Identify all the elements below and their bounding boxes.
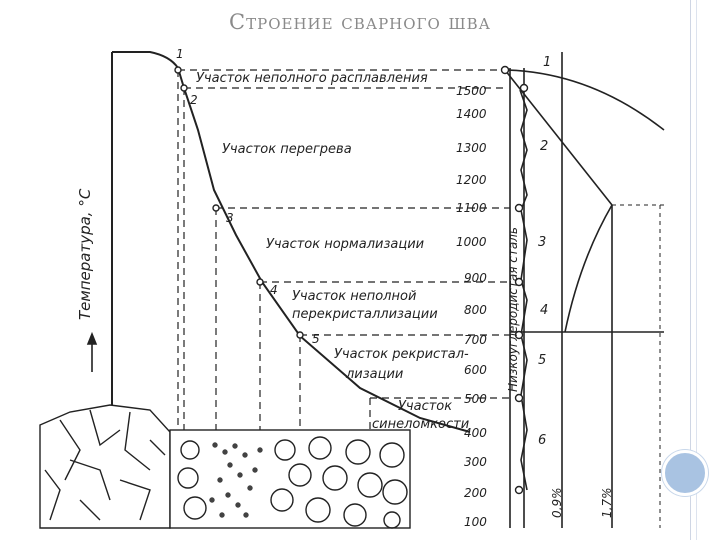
slide-right-border <box>690 0 720 540</box>
zone-3-label: Участок нормализации <box>266 237 424 252</box>
right-zone-6: 6 <box>538 433 546 448</box>
temp-tick-1500: 1500 <box>456 84 487 98</box>
curve-point-markers <box>174 66 304 339</box>
carbon-label-1-7: 1,7% <box>600 488 614 519</box>
carbon-label-0-9: 0,9% <box>550 488 564 519</box>
dashed-guides <box>177 69 510 430</box>
steel-bracket <box>519 89 528 491</box>
temp-tick-100: 100 <box>464 515 487 529</box>
zone-1-label: Участок неполного расплавления <box>196 71 428 86</box>
temp-tick-500: 500 <box>464 392 487 406</box>
zone-6-label-line1: Участок <box>398 399 452 414</box>
temp-tick-1300: 1300 <box>456 141 487 155</box>
curve-point-3: 3 <box>226 211 234 225</box>
right-zone-2: 2 <box>540 139 548 154</box>
zone-4-label-line2: перекристаллизации <box>292 307 438 322</box>
slide-title: Строение сварного шва <box>229 10 491 34</box>
temp-tick-600: 600 <box>464 363 487 377</box>
right-zone-3: 3 <box>538 235 546 250</box>
right-zone-1: 1 <box>543 55 551 70</box>
zone-6-label-line2: синеломкости <box>372 417 469 432</box>
temp-tick-1200: 1200 <box>456 173 487 187</box>
y-axis-arrow <box>86 331 98 372</box>
steel-markers <box>500 65 529 495</box>
temp-tick-200: 200 <box>464 486 487 500</box>
curve-point-4: 4 <box>270 283 278 297</box>
gse-curve <box>564 204 613 333</box>
zone-4-label-line1: Участок неполной <box>292 289 416 304</box>
temp-tick-700: 700 <box>464 333 487 347</box>
right-zone-5: 5 <box>538 353 546 368</box>
weld-cross-section <box>39 404 411 529</box>
liquidus-curve <box>504 69 665 131</box>
right-zone-4: 4 <box>540 303 548 318</box>
curve-point-2: 2 <box>190 93 198 107</box>
zone-2-label: Участок перегрева <box>222 142 352 157</box>
curve-point-1: 1 <box>176 47 184 61</box>
temp-tick-400: 400 <box>464 426 487 440</box>
temp-tick-300: 300 <box>464 455 487 469</box>
temp-tick-1000: 1000 <box>456 235 487 249</box>
solidus-line <box>504 69 613 206</box>
temp-tick-800: 800 <box>464 303 487 317</box>
slide-nav-dot[interactable] <box>662 450 708 496</box>
zone-5-label-line1: Участок рекристал- <box>334 347 469 362</box>
curve-point-5: 5 <box>312 332 320 346</box>
temp-tick-1400: 1400 <box>456 107 487 121</box>
y-axis-label: Температура, °C <box>76 188 94 320</box>
temp-tick-900: 900 <box>464 271 487 285</box>
temp-tick-1100: 1100 <box>456 201 487 215</box>
zone-5-label-line2: лизации <box>345 367 403 382</box>
steel-axis-label: Низкоуглеродистая сталь <box>506 227 520 392</box>
right-dashed-guides <box>612 204 664 528</box>
